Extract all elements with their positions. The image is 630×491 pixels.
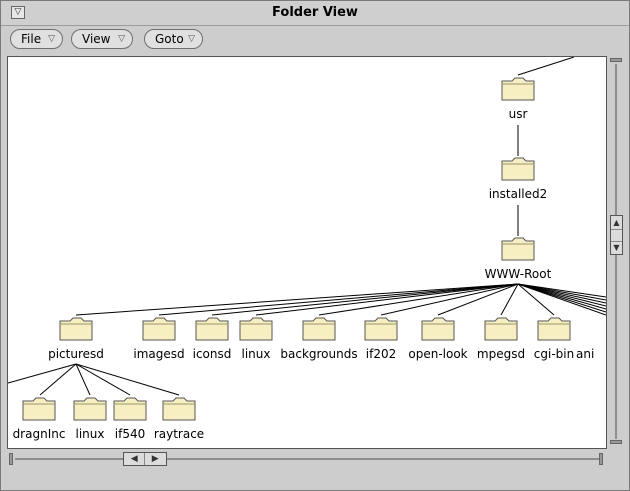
horizontal-scrollbar[interactable]: ◀ ▶	[7, 451, 605, 467]
folder-icon	[22, 397, 56, 421]
folder-tree-canvas[interactable]: usr installed2 WWW-Root picturesd images…	[7, 56, 607, 449]
folder-label: backgrounds	[280, 347, 358, 361]
folder-icon	[142, 317, 176, 341]
folder-label: imagesd	[133, 347, 185, 361]
horizontal-scroll-track[interactable]	[15, 458, 600, 460]
scroll-up-arrow-icon[interactable]: ▲	[611, 217, 622, 230]
folder-label: picturesd	[48, 347, 104, 361]
window-title: Folder View	[272, 5, 358, 20]
folder-label: ani	[576, 347, 595, 361]
folder-icon	[195, 317, 229, 341]
goto-menu-button[interactable]: Goto ▽	[144, 29, 203, 49]
folder-label: raytrace	[153, 427, 205, 441]
horizontal-scroll-thumb[interactable]: ◀ ▶	[123, 452, 168, 466]
folder-icon	[59, 317, 93, 341]
folder-label: dragnInc	[12, 427, 66, 441]
folder-label: mpegsd	[476, 347, 526, 361]
menu-bar: File ▽ View ▽ Goto ▽	[1, 26, 629, 53]
folder-label: iconsd	[192, 347, 232, 361]
folder-label: if202	[365, 347, 397, 361]
folder-icon	[239, 317, 273, 341]
goto-menu-label: Goto	[155, 32, 184, 46]
tree-connector-lines	[8, 57, 606, 396]
folder-icon	[537, 317, 571, 341]
folder-label: linux	[241, 347, 271, 361]
file-menu-label: File	[21, 32, 42, 46]
window-menu-button[interactable]: ▽	[11, 6, 25, 19]
folder-label: usr	[508, 107, 528, 121]
vertical-scroll-thumb[interactable]: ▲ ▼	[610, 214, 623, 255]
view-menu-label: View	[82, 32, 111, 46]
chevron-down-icon: ▽	[118, 34, 125, 44]
folder-icon	[501, 77, 535, 101]
folder-icon	[73, 397, 107, 421]
resize-corner[interactable]	[607, 451, 625, 467]
scrollbar-top-cap[interactable]	[610, 58, 622, 62]
scrollbar-right-cap[interactable]	[599, 453, 603, 465]
chevron-down-icon: ▽	[48, 34, 55, 44]
folder-label: cgi-bin	[533, 347, 575, 361]
folder-label: installed2	[488, 187, 548, 201]
folder-label: WWW-Root	[484, 267, 552, 281]
scroll-left-arrow-icon[interactable]: ◀	[124, 453, 146, 465]
folder-label: open-look	[408, 347, 468, 361]
folder-icon	[501, 237, 535, 261]
folder-label: if540	[114, 427, 146, 441]
file-menu-button[interactable]: File ▽	[10, 29, 63, 49]
folder-icon	[364, 317, 398, 341]
scroll-right-arrow-icon[interactable]: ▶	[151, 454, 159, 464]
view-menu-button[interactable]: View ▽	[71, 29, 133, 49]
chevron-down-icon: ▽	[188, 34, 195, 44]
folder-icon	[113, 397, 147, 421]
folder-label: linux	[75, 427, 105, 441]
folder-icon	[501, 157, 535, 181]
scrollbar-bottom-cap[interactable]	[610, 440, 622, 444]
folder-icon	[484, 317, 518, 341]
scrollbar-left-cap[interactable]	[9, 453, 13, 465]
folder-icon	[302, 317, 336, 341]
vertical-scrollbar[interactable]: ▲ ▼	[607, 56, 625, 447]
folder-icon	[162, 397, 196, 421]
folder-icon	[421, 317, 455, 341]
scroll-down-arrow-icon[interactable]: ▼	[611, 240, 622, 254]
title-bar[interactable]: ▽ Folder View	[1, 1, 629, 26]
